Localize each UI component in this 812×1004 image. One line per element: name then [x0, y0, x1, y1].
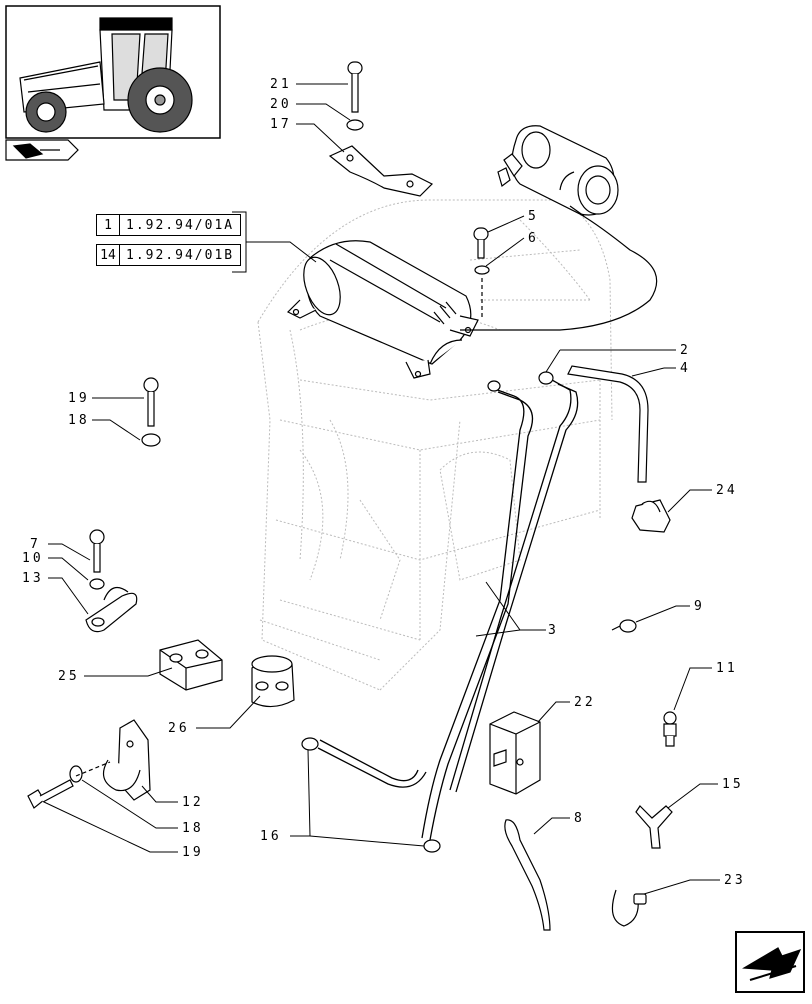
lamp-cable — [460, 213, 658, 331]
catalog-tab-icon[interactable] — [5, 139, 79, 161]
heater-unit — [286, 240, 479, 379]
clamp-16b — [423, 839, 441, 853]
hose-4 — [567, 365, 649, 483]
clip-23 — [611, 889, 647, 927]
cab-frame-outline — [257, 199, 613, 691]
bracket-17 — [328, 145, 434, 197]
callout-15: 15 — [722, 777, 744, 792]
clamp-9 — [611, 619, 637, 633]
callout-11: 11 — [716, 661, 738, 676]
callout-6: 6 — [528, 231, 539, 246]
reference-code: 1.92.94/01B — [126, 247, 235, 263]
callout-20: 20 — [270, 97, 292, 112]
leader-lines — [43, 83, 720, 895]
washer-18-top — [141, 433, 161, 447]
hose-8 — [504, 819, 551, 931]
callout-17: 17 — [270, 117, 292, 132]
callout-23: 23 — [724, 873, 746, 888]
callout-5: 5 — [528, 209, 539, 224]
callout-7: 7 — [30, 537, 41, 552]
callout-21: 21 — [270, 77, 292, 92]
bolt-21 — [347, 61, 363, 113]
bolt-7 — [89, 529, 105, 573]
callout-16: 16 — [260, 829, 282, 844]
callout-26: 26 — [168, 721, 190, 736]
fitting-11 — [663, 711, 677, 747]
bolt-19-top — [143, 377, 159, 427]
clip-13 — [85, 586, 138, 633]
callout-4: 4 — [680, 361, 691, 376]
reference-code: 1.92.94/01A — [126, 217, 235, 233]
washer-18-bottom — [69, 765, 83, 783]
reference-box-14[interactable]: 14 1.92.94/01B — [96, 244, 242, 266]
reference-number: 14 — [97, 245, 120, 265]
nut-6 — [474, 265, 490, 275]
callout-8: 8 — [574, 811, 585, 826]
next-page-arrow-icon[interactable] — [735, 931, 805, 993]
callout-12: 12 — [182, 795, 204, 810]
reference-box-1[interactable]: 1 1.92.94/01A — [96, 214, 242, 236]
washer-10 — [89, 578, 105, 590]
lamp-assembly — [497, 125, 619, 217]
callout-18-top: 18 — [68, 413, 90, 428]
reference-number: 1 — [97, 215, 120, 235]
callout-25: 25 — [58, 669, 80, 684]
connector-15 — [635, 805, 673, 849]
callout-13: 13 — [22, 571, 44, 586]
block-25 — [159, 639, 223, 691]
bolt-19-bottom — [27, 779, 74, 809]
hose-pipes — [317, 379, 579, 841]
block-22 — [489, 711, 541, 795]
callout-9: 9 — [694, 599, 705, 614]
callout-10: 10 — [22, 551, 44, 566]
callout-3: 3 — [548, 623, 559, 638]
callout-19-top: 19 — [68, 391, 90, 406]
clamp-top-2 — [538, 371, 554, 385]
tractor-thumbnail-icon — [5, 5, 221, 139]
callout-22: 22 — [574, 695, 596, 710]
callout-18-bottom: 18 — [182, 821, 204, 836]
washer-20 — [346, 119, 364, 131]
callout-2: 2 — [680, 343, 691, 358]
callout-24: 24 — [716, 483, 738, 498]
callout-19-bottom: 19 — [182, 845, 204, 860]
bolt-5 — [473, 227, 489, 259]
clamp-16a — [301, 737, 319, 751]
clip-24 — [631, 499, 671, 533]
clamp-top-left — [487, 380, 501, 392]
grommet-26 — [251, 655, 295, 708]
bracket-12 — [102, 719, 151, 801]
